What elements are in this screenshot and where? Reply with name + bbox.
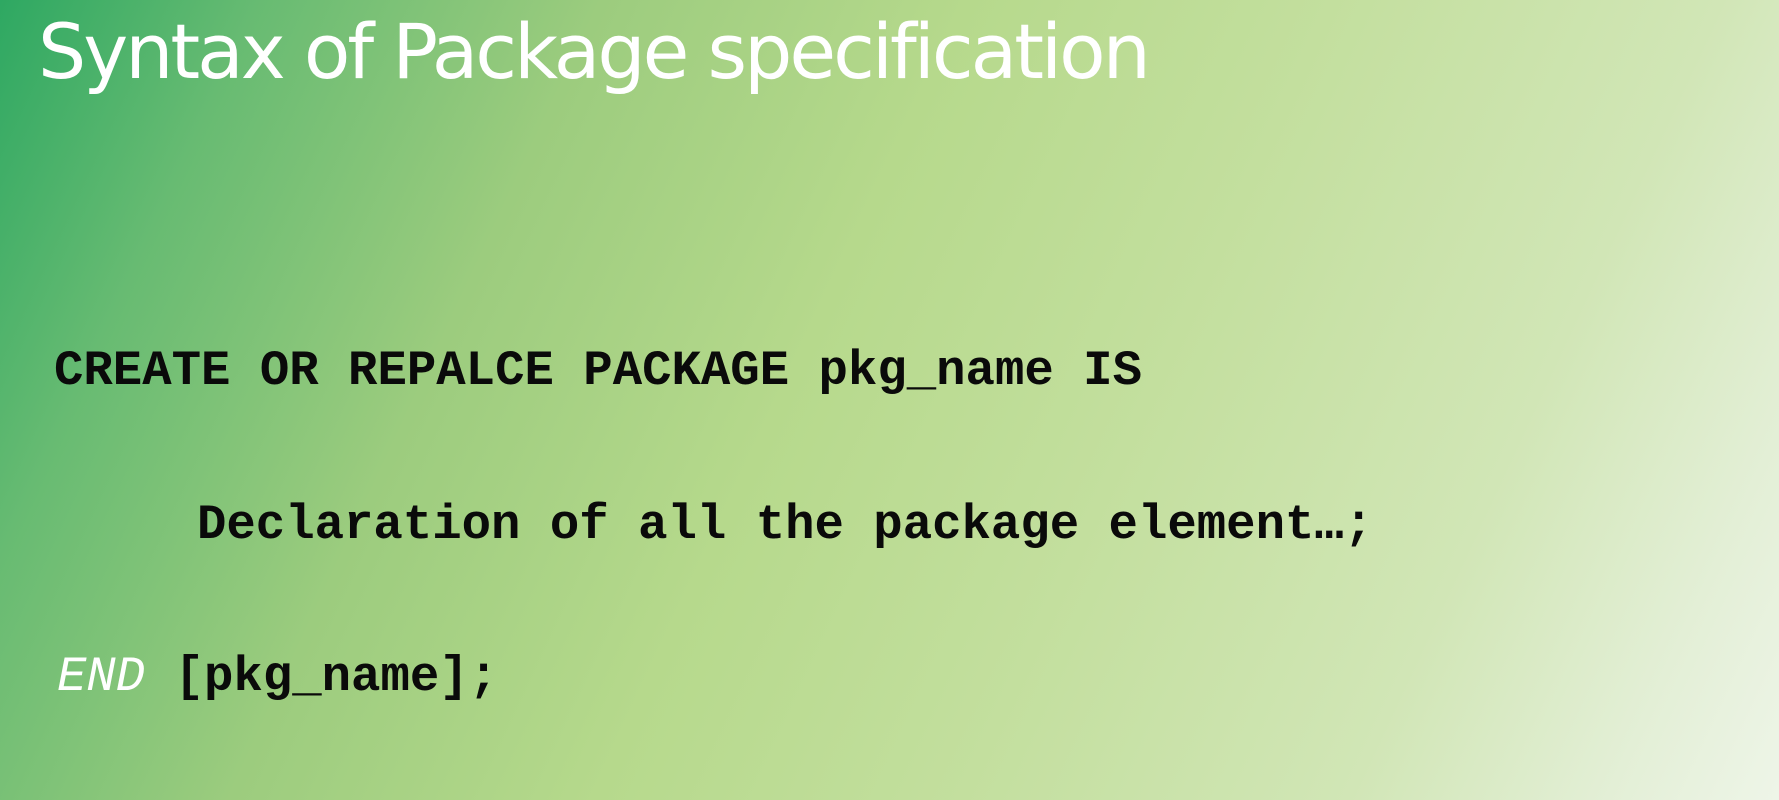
end-pkg-name: [pkg_name];: [145, 649, 499, 705]
slide-title: Syntax of Package specification: [38, 7, 1151, 96]
code-line-declaration: Declaration of all the package element…;: [197, 497, 1374, 553]
end-keyword: END: [57, 649, 146, 705]
code-line-end: END [pkg_name];: [57, 648, 498, 707]
code-line-create: CREATE OR REPALCE PACKAGE pkg_name IS: [54, 343, 1142, 399]
